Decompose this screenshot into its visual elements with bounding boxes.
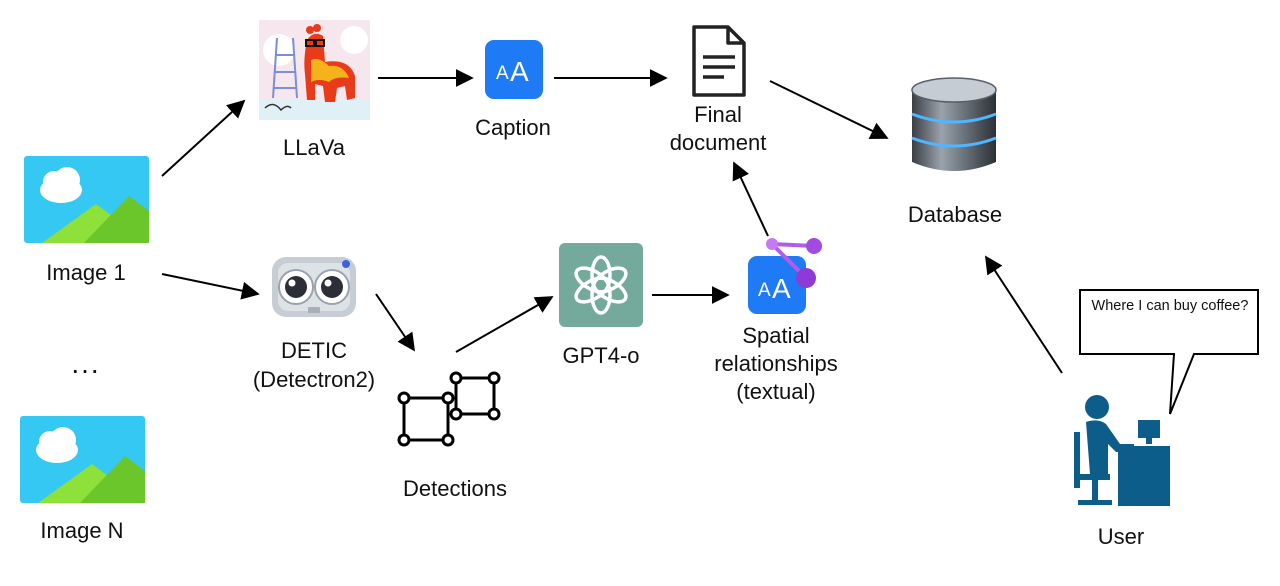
image-icon (24, 156, 149, 243)
caption-label: Caption (475, 115, 551, 140)
speech-bubble (1079, 289, 1259, 415)
svg-text:A: A (510, 56, 529, 87)
arrow-detic-to-detections (375, 293, 416, 352)
database-label: Database (907, 202, 1003, 227)
arrow-final-to-database (769, 80, 889, 139)
imageN-label: Image N (40, 518, 124, 543)
arrow-user-to-database (985, 255, 1063, 374)
detections-label: Detections (403, 476, 507, 501)
detic-label-line1: DETIC (281, 338, 347, 363)
gpt-label: GPT4-o (562, 343, 640, 368)
arrow-image1-to-llava (161, 99, 246, 177)
detic-label-line2: (Detectron2) (252, 367, 376, 392)
openai-logo-icon (559, 243, 643, 327)
arrow-detections-to-gpt (455, 296, 554, 353)
svg-text:A: A (772, 273, 791, 304)
ellipsis-label: ... (71, 348, 101, 379)
spatial-label-line3: (textual) (736, 379, 816, 404)
svg-text:A: A (758, 280, 771, 301)
final-label-line2: document (669, 130, 767, 155)
arrow-spatial-to-final (732, 161, 769, 237)
user-at-desk-icon (1074, 395, 1170, 506)
text-relations-icon: A A (748, 238, 822, 314)
bounding-boxes-icon (397, 371, 501, 447)
spatial-label-line1: Spatial (742, 323, 810, 348)
spatial-label-line2: relationships (714, 351, 838, 376)
arrow-image1-to-detic (161, 273, 260, 300)
final-label-line1: Final (694, 102, 742, 127)
image-icon (20, 416, 145, 503)
text-size-icon: A A (485, 40, 543, 99)
user-query-text: Where I can buy coffee? (1091, 298, 1249, 314)
database-icon (911, 77, 997, 171)
user-label: User (1097, 524, 1145, 549)
document-icon (692, 25, 746, 97)
svg-text:A: A (496, 63, 509, 84)
image1-label: Image 1 (46, 260, 126, 285)
robot-eyes-icon (272, 257, 356, 317)
llava-label: LLaVa (283, 135, 345, 160)
llava-logo-icon (259, 20, 370, 120)
